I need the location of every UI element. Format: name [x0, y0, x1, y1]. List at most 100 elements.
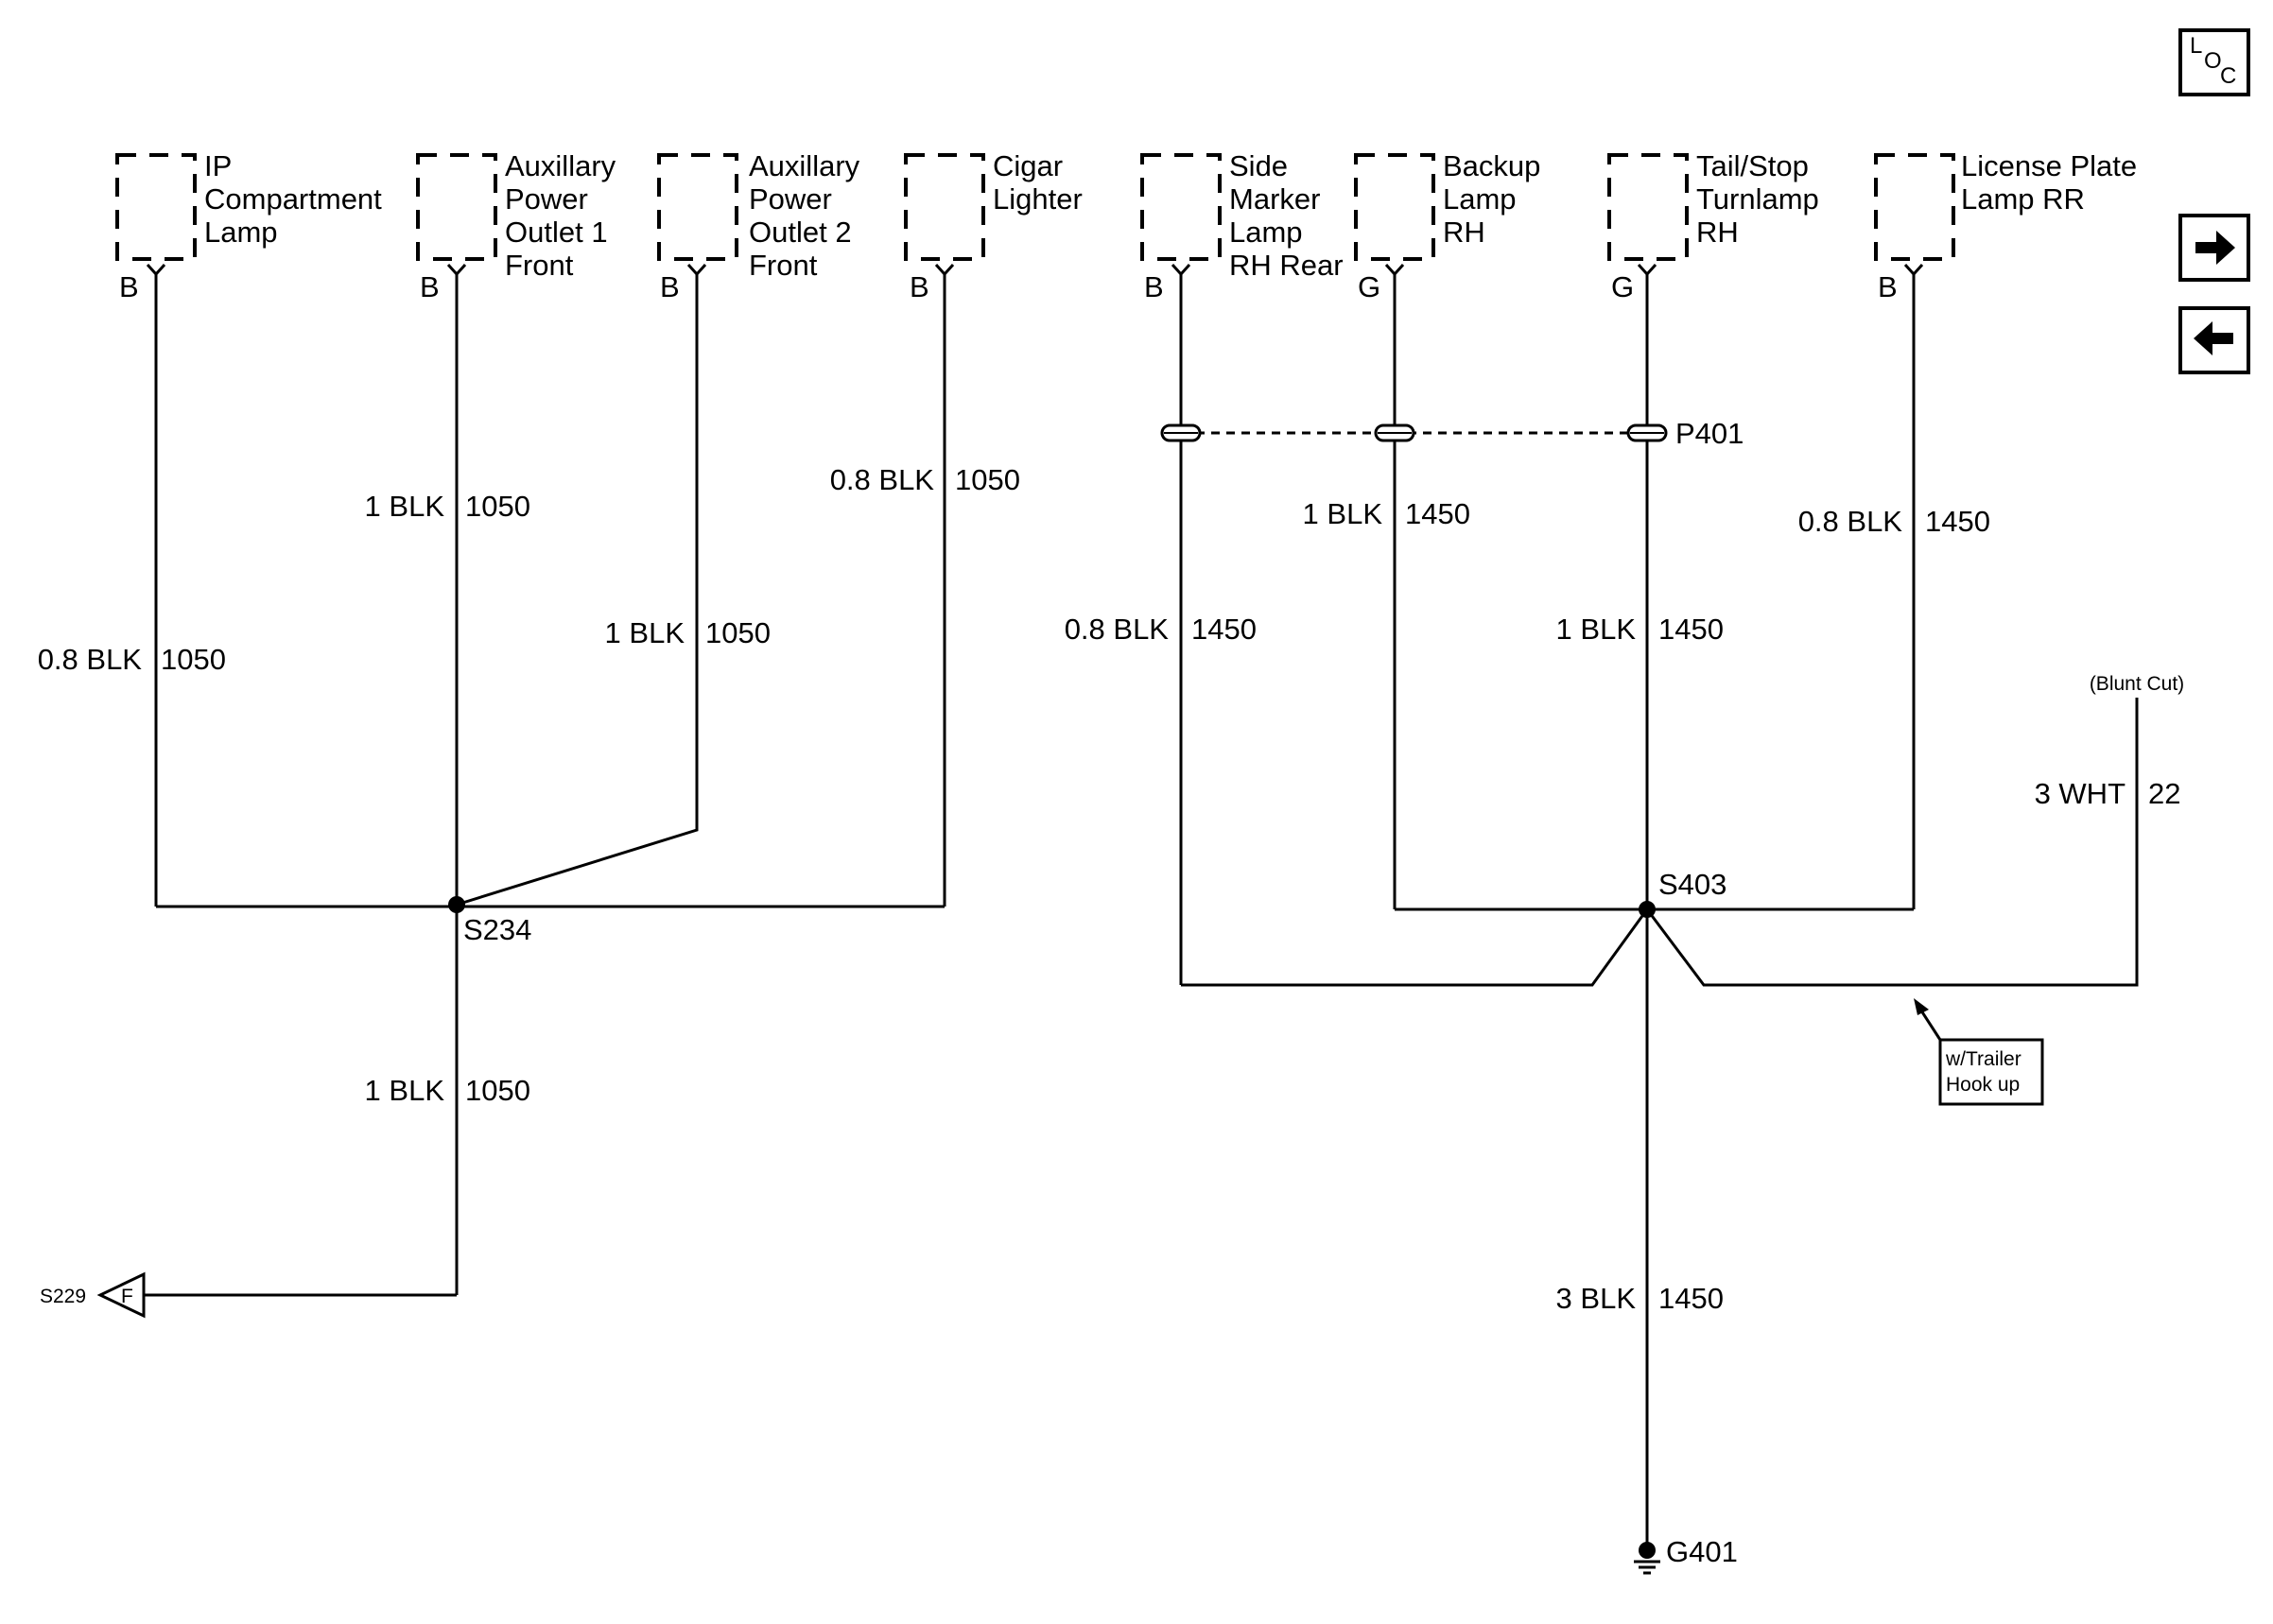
component-aux-power-outlet-1: Auxillary Power Outlet 1 Front B [416, 149, 616, 303]
component-label-line: IP [204, 149, 232, 182]
arrow-left-icon [2194, 321, 2233, 355]
component-label-line: RH [1696, 216, 1739, 249]
splice-s234-label: S234 [463, 913, 531, 946]
arrow-right-icon [2195, 231, 2235, 265]
loc-letter-c: C [2220, 63, 2236, 89]
ground-label: G401 [1666, 1535, 1738, 1568]
component-label-line: License Plate [1961, 149, 2137, 182]
wire-label-aux-2: 1 BLK 1050 [605, 616, 771, 649]
offpage-ref: S229 [40, 1286, 86, 1307]
component-label-line: Lamp [204, 216, 278, 249]
wire-label-backup: 1 BLK 1450 [1303, 497, 1470, 530]
wire-circuit: 22 [2148, 777, 2180, 810]
connector-pin [1374, 423, 1415, 442]
blunt-cut-label: (Blunt Cut) [2090, 673, 2184, 695]
wire-label-side-marker: 0.8 BLK 1450 [1065, 613, 1257, 646]
pin-label: G [1358, 270, 1380, 303]
wire-label-aux-1: 1 BLK 1050 [365, 490, 530, 523]
component-label-line: Tail/Stop [1696, 149, 1809, 182]
loc-letter-l: L [2190, 33, 2202, 59]
wire-gauge: 1 BLK [365, 490, 445, 523]
component-label-line: Auxillary [749, 149, 860, 182]
wire-gauge: 0.8 BLK [38, 643, 143, 676]
component-ip-compartment-lamp: IP Compartment Lamp B [115, 149, 382, 303]
component-side-marker-lamp: Side Marker Lamp RH Rear B [1140, 149, 1344, 303]
wire-circuit: 1450 [1405, 497, 1470, 530]
pin-label: B [910, 270, 929, 303]
component-backup-lamp: Backup Lamp RH G [1354, 149, 1540, 303]
pin-label: B [420, 270, 440, 303]
component-aux-power-outlet-2: Auxillary Power Outlet 2 Front B [657, 149, 860, 303]
wire-circuit: 1050 [705, 616, 771, 649]
component-label-line: Cigar [993, 149, 1063, 182]
wire-gauge: 1 BLK [1303, 497, 1383, 530]
component-label-line: Lamp RR [1961, 182, 2085, 216]
component-label-line: RH Rear [1229, 249, 1344, 282]
component-label-line: Lamp [1229, 216, 1303, 249]
wire-gauge: 3 WHT [2035, 777, 2126, 810]
loc-button[interactable]: L O C [2178, 28, 2250, 96]
next-page-button[interactable] [2178, 214, 2250, 282]
wire-label-tail-stop: 1 BLK 1450 [1556, 613, 1724, 646]
ground-icon [1639, 1542, 1656, 1559]
wire-circuit: 1450 [1191, 613, 1257, 646]
component-label-line: Lamp [1443, 182, 1517, 216]
component-cigar-lighter: Cigar Lighter B [904, 149, 1083, 303]
connector-pin [1626, 423, 1668, 442]
splice-s234-dot [448, 896, 465, 913]
trailer-note-line: w/Trailer [1945, 1048, 2021, 1070]
component-label-line: Front [505, 249, 574, 282]
wire-circuit: 1050 [465, 490, 530, 523]
pin-label: G [1611, 270, 1634, 303]
component-tail-stop-turnlamp: Tail/Stop Turnlamp RH G [1607, 149, 1819, 303]
pin-label: B [1144, 270, 1164, 303]
component-label-line: Power [505, 182, 588, 216]
component-label-line: Auxillary [505, 149, 616, 182]
pin-label: B [1878, 270, 1898, 303]
component-label-line: RH [1443, 216, 1485, 249]
trailer-note: w/Trailer Hook up [1914, 998, 2044, 1106]
component-label-line: Marker [1229, 182, 1320, 216]
trailer-note-line: Hook up [1946, 1074, 2020, 1096]
ground-g401: G401 [1634, 1535, 1738, 1575]
component-license-plate-lamp: License Plate Lamp RR B [1874, 149, 2137, 303]
component-label-line: Front [749, 249, 818, 282]
component-label-line: Lighter [993, 182, 1083, 216]
wire-circuit: 1050 [161, 643, 226, 676]
component-label-line: Compartment [204, 182, 382, 216]
wire-label-license-plate: 0.8 BLK 1450 [1798, 505, 1990, 538]
wire-gauge: 3 BLK [1556, 1282, 1637, 1315]
connector-p401-label: P401 [1675, 417, 1744, 450]
offpage-connector: F S229 [40, 1271, 146, 1319]
wire-label-ip-lamp: 0.8 BLK 1050 [38, 643, 226, 676]
wire-circuit: 1450 [1925, 505, 1990, 538]
wire-gauge: 1 BLK [1556, 613, 1637, 646]
component-label-line: Outlet 1 [505, 216, 608, 249]
wire-gauge: 0.8 BLK [1065, 613, 1170, 646]
connector-p401: P401 [1160, 417, 1744, 450]
component-label-line: Backup [1443, 149, 1540, 182]
splice-s403-dot [1639, 901, 1656, 918]
right-circuit-wires [1179, 274, 2139, 1550]
wire-gauge: 1 BLK [605, 616, 685, 649]
wire-label-cigar: 0.8 BLK 1050 [830, 463, 1020, 496]
wire-label-ground: 3 BLK 1450 [1556, 1282, 1724, 1315]
component-label-line: Power [749, 182, 832, 216]
component-label-line: Side [1229, 149, 1288, 182]
arrow-icon [1914, 998, 1929, 1015]
wire-circuit: 1050 [465, 1074, 530, 1107]
component-label-line: Turnlamp [1696, 182, 1819, 216]
pin-label: B [119, 270, 139, 303]
wire-gauge: 0.8 BLK [1798, 505, 1903, 538]
loc-letter-o: O [2204, 48, 2222, 74]
wire-circuit: 1450 [1658, 613, 1724, 646]
pin-terminals [146, 263, 1924, 277]
wire-label-s234-down: 1 BLK 1050 [365, 1074, 530, 1107]
wire-gauge: 0.8 BLK [830, 463, 935, 496]
left-circuit-wires [142, 274, 946, 1297]
pin-label: B [660, 270, 680, 303]
previous-page-button[interactable] [2178, 306, 2250, 374]
connector-pin [1160, 423, 1202, 442]
splice-s403-label: S403 [1658, 868, 1726, 901]
